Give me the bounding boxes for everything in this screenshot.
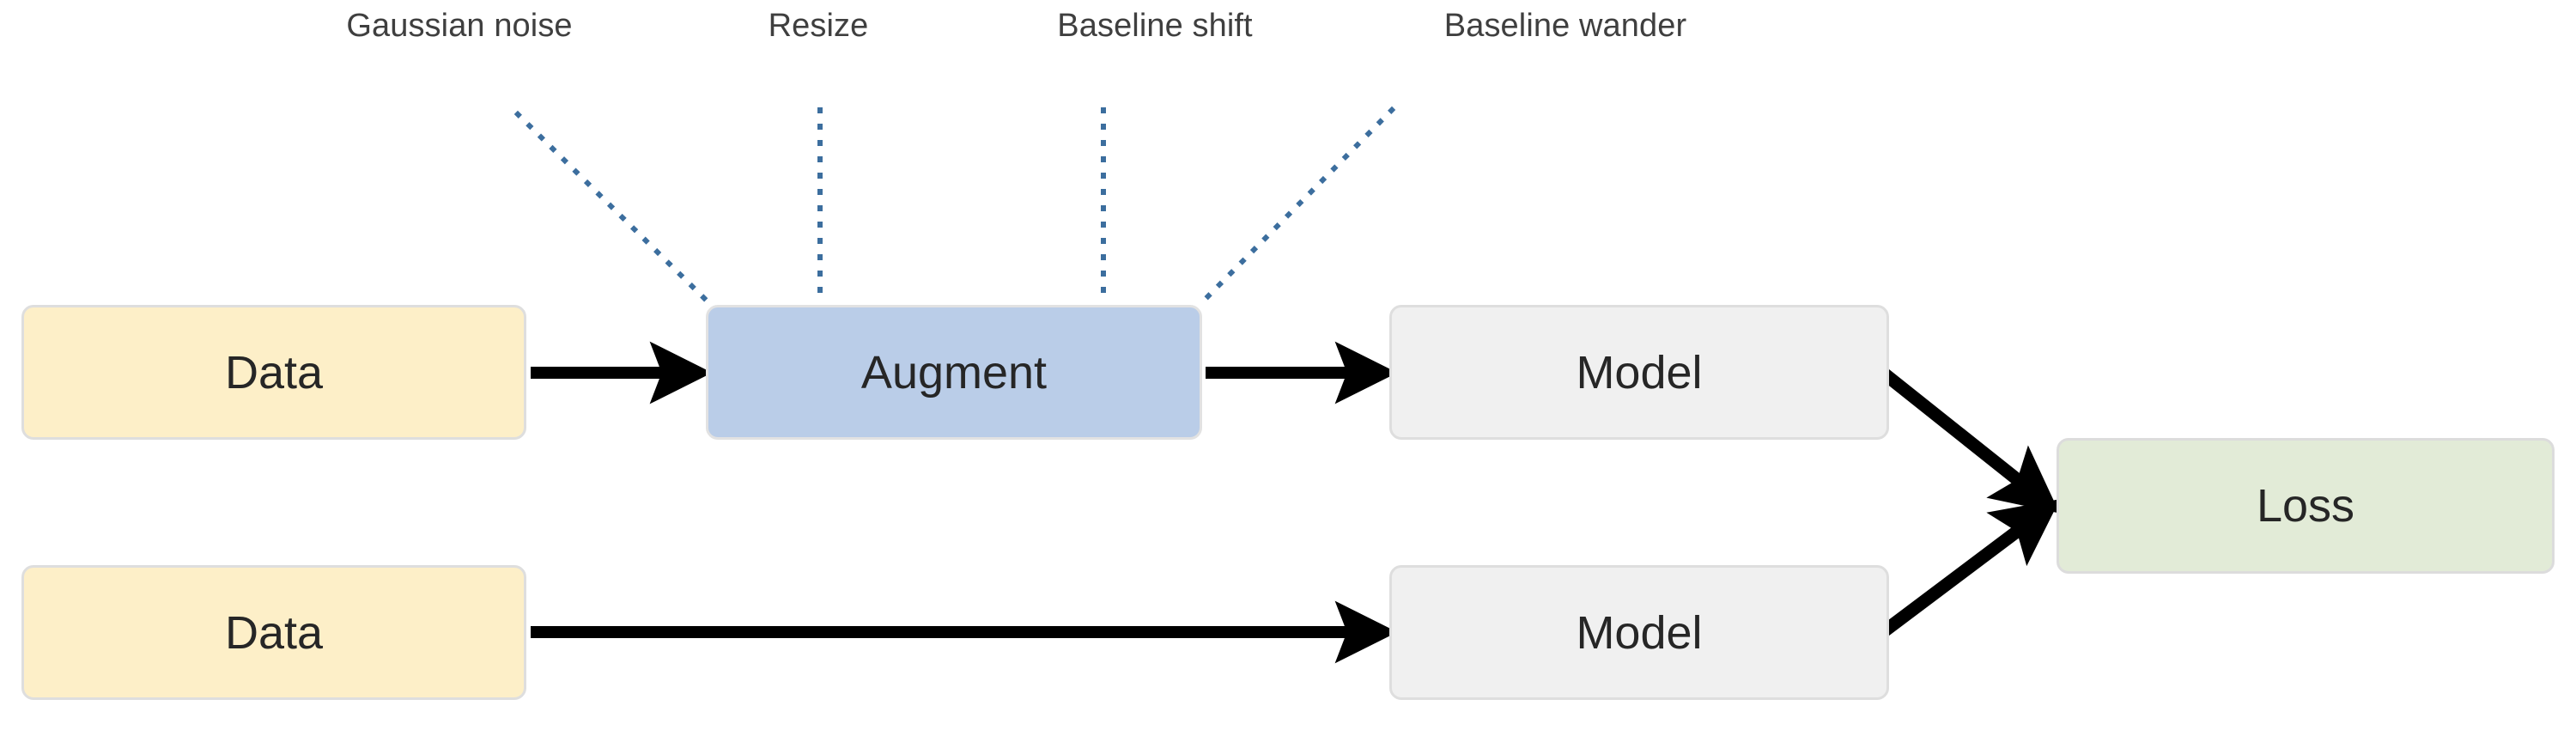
- node-model-top[interactable]: Model: [1389, 305, 1889, 440]
- leader-line-gaussian-noise: [513, 110, 716, 310]
- node-label: Loss: [2256, 480, 2355, 532]
- annotation-label-resize: Resize: [768, 8, 869, 44]
- node-label: Data: [224, 346, 324, 398]
- node-label: Model: [1576, 346, 1703, 398]
- node-label: Data: [224, 606, 324, 659]
- node-label: Augment: [860, 346, 1048, 398]
- node-model-bottom[interactable]: Model: [1389, 565, 1889, 700]
- arrow-model-top-to-loss: [1879, 368, 2060, 514]
- arrow-model-bottom-to-loss: [1879, 499, 2061, 637]
- annotation-label-gaussian-noise: Gaussian noise: [346, 8, 573, 44]
- leader-line-baseline-wander: [1194, 106, 1396, 310]
- node-loss[interactable]: Loss: [2057, 438, 2555, 574]
- annotation-label-baseline-wander: Baseline wander: [1443, 8, 1687, 44]
- node-data-top[interactable]: Data: [21, 305, 526, 440]
- node-label: Model: [1576, 606, 1703, 659]
- annotation-label-baseline-shift: Baseline shift: [1057, 8, 1253, 44]
- node-augment[interactable]: Augment: [706, 305, 1202, 440]
- node-data-bottom[interactable]: Data: [21, 565, 526, 700]
